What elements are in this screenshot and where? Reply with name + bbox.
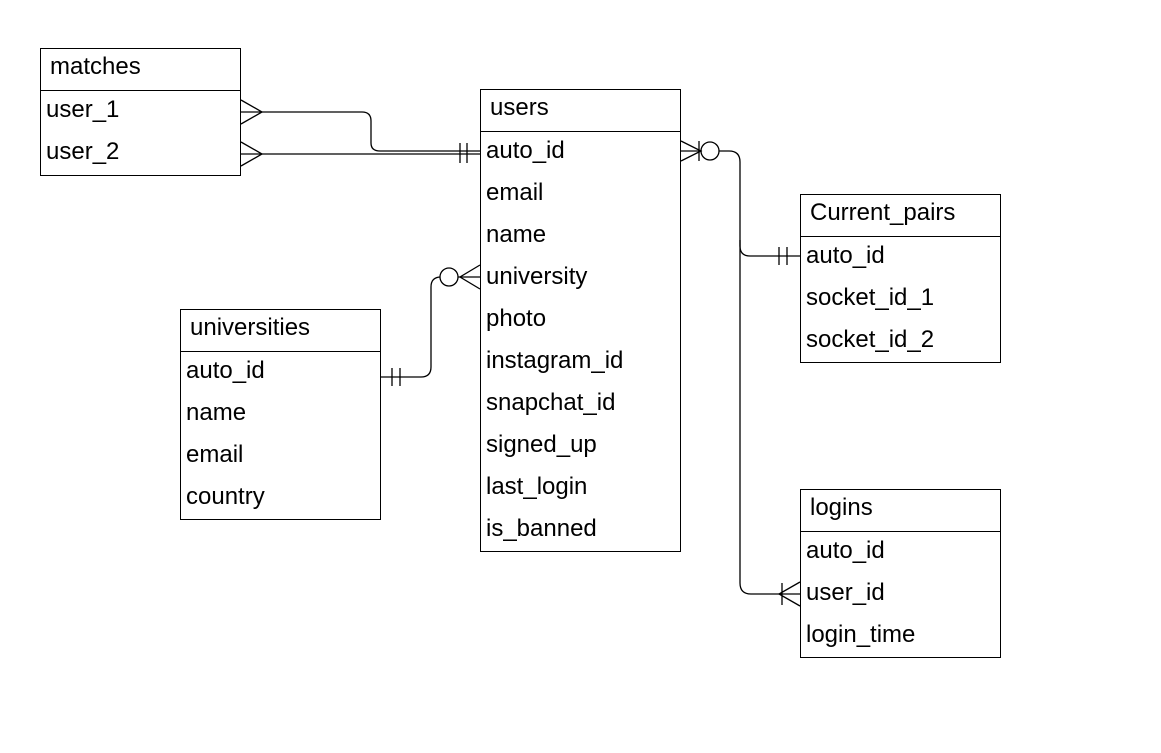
field-row: socket_id_1 [806, 284, 935, 311]
field-row: instagram_id [486, 347, 624, 374]
field-row: email [486, 179, 544, 206]
mandatory-one-current-pairs [778, 247, 788, 265]
field-list: auto_id socket_id_1 socket_id_2 [801, 237, 1000, 363]
zero-circle-users-right [700, 141, 720, 161]
field-row: auto_id [806, 537, 885, 564]
zero-circle-users-university [439, 267, 459, 287]
crowfoot-users-university [458, 264, 481, 290]
field-row: name [186, 399, 247, 426]
field-list: auto_id user_id login_time [801, 532, 1000, 658]
entity-title: universities [181, 310, 380, 352]
field-row: auto_id [186, 357, 265, 384]
field-row: user_2 [46, 138, 120, 165]
crowfoot-users-right [680, 140, 703, 162]
link-users-right [681, 150, 800, 257]
crowfoot-matches-user2 [240, 141, 264, 167]
field-row: is_banned [486, 515, 597, 542]
mandatory-one-users-left [459, 143, 468, 163]
crowfoot-matches-user1 [240, 99, 264, 125]
link-users-universities [381, 276, 480, 378]
field-row: user_1 [46, 96, 120, 123]
field-row: socket_id_2 [806, 326, 935, 353]
entity-title: Current_pairs [801, 195, 1000, 237]
field-row: auto_id [486, 137, 565, 164]
field-row: photo [486, 305, 547, 332]
mandatory-one-universities [391, 368, 401, 386]
entity-logins: logins auto_id user_id login_time [800, 489, 1001, 658]
field-row: auto_id [806, 242, 885, 269]
field-row: login_time [806, 621, 916, 648]
field-row: name [486, 221, 547, 248]
entity-title: logins [801, 490, 1000, 532]
field-row: snapchat_id [486, 389, 616, 416]
field-row: signed_up [486, 431, 597, 458]
link-users-logins [739, 240, 800, 595]
entity-matches: matches user_1 user_2 [40, 48, 241, 176]
entity-title: matches [41, 49, 240, 91]
field-row: last_login [486, 473, 588, 500]
entity-current-pairs: Current_pairs auto_id socket_id_1 socket_i… [800, 194, 1001, 363]
entity-title: users [481, 90, 680, 132]
field-row: country [186, 483, 265, 510]
crowfoot-logins-user-id [777, 581, 801, 607]
field-row: university [486, 263, 588, 290]
field-row: user_id [806, 579, 885, 606]
field-list: user_1 user_2 [41, 91, 240, 175]
field-row: email [186, 441, 244, 468]
link-matches-user1-users [241, 111, 480, 152]
